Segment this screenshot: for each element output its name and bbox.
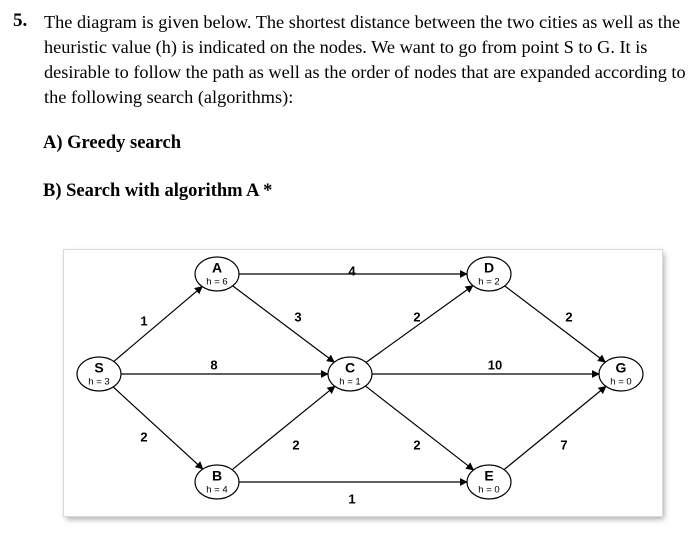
edge-d-g	[504, 285, 606, 363]
edge-weight-a-d: 4	[348, 263, 356, 278]
node-name: S	[94, 360, 103, 376]
edge-weight-c-e: 2	[413, 437, 420, 452]
node-heuristic: h = 1	[339, 377, 360, 388]
node-s: Sh = 3	[76, 356, 122, 392]
node-ellipse	[598, 356, 644, 392]
node-heuristic: h = 4	[206, 485, 227, 496]
node-ellipse	[466, 464, 512, 500]
node-name: G	[616, 360, 627, 376]
question-text: The diagram is given below. The shortest…	[44, 10, 694, 110]
node-ellipse	[466, 256, 512, 292]
node-g: Gh = 0	[598, 356, 644, 392]
edge-s-a	[113, 286, 203, 362]
question-line: the following search (algorithms):	[44, 87, 294, 107]
node-name: E	[484, 468, 493, 484]
node-name: B	[212, 468, 222, 484]
question-line: heuristic value (h) is indicated on the …	[44, 37, 648, 57]
edge-weight-c-d: 2	[413, 309, 420, 324]
part-b-label: B) Search with algorithm A *	[43, 181, 273, 201]
edge-b-c	[231, 385, 336, 471]
node-ellipse	[194, 256, 240, 292]
node-ellipse	[327, 356, 373, 392]
node-name: C	[345, 360, 355, 376]
node-heuristic: h = 0	[610, 377, 631, 388]
question-line: The diagram is given below. The shortest…	[44, 12, 681, 32]
node-a: Ah = 6	[194, 256, 240, 292]
edge-weight-c-g: 10	[488, 357, 502, 372]
node-ellipse	[76, 356, 122, 392]
edge-s-b	[112, 386, 204, 470]
edge-weight-s-b: 2	[140, 429, 147, 444]
edge-c-d	[365, 285, 474, 363]
edge-weight-b-c: 2	[292, 437, 299, 452]
edge-weight-s-c: 8	[210, 357, 217, 372]
node-b: Bh = 4	[194, 464, 240, 500]
edge-e-g	[503, 385, 607, 471]
node-e: Eh = 0	[466, 464, 512, 500]
edge-weight-s-a: 1	[140, 313, 147, 328]
edge-c-e	[365, 385, 475, 471]
node-heuristic: h = 3	[88, 377, 109, 388]
question-line: desirable to follow the path as well as …	[44, 62, 686, 82]
node-name: D	[484, 260, 494, 276]
edge-weight-b-e: 1	[348, 491, 355, 506]
question-number: 5.	[13, 10, 28, 31]
node-c: Ch = 1	[327, 356, 373, 392]
node-name: A	[212, 260, 222, 276]
edge-weight-e-g: 7	[560, 437, 567, 452]
edge-weight-a-c: 3	[294, 309, 301, 324]
node-heuristic: h = 2	[478, 277, 499, 288]
node-heuristic: h = 6	[206, 277, 227, 288]
node-ellipse	[194, 464, 240, 500]
edge-weight-d-g: 2	[565, 309, 572, 324]
edge-a-c	[232, 285, 335, 363]
node-heuristic: h = 0	[478, 485, 499, 496]
node-d: Dh = 2	[466, 256, 512, 292]
part-a-label: A) Greedy search	[43, 133, 182, 153]
